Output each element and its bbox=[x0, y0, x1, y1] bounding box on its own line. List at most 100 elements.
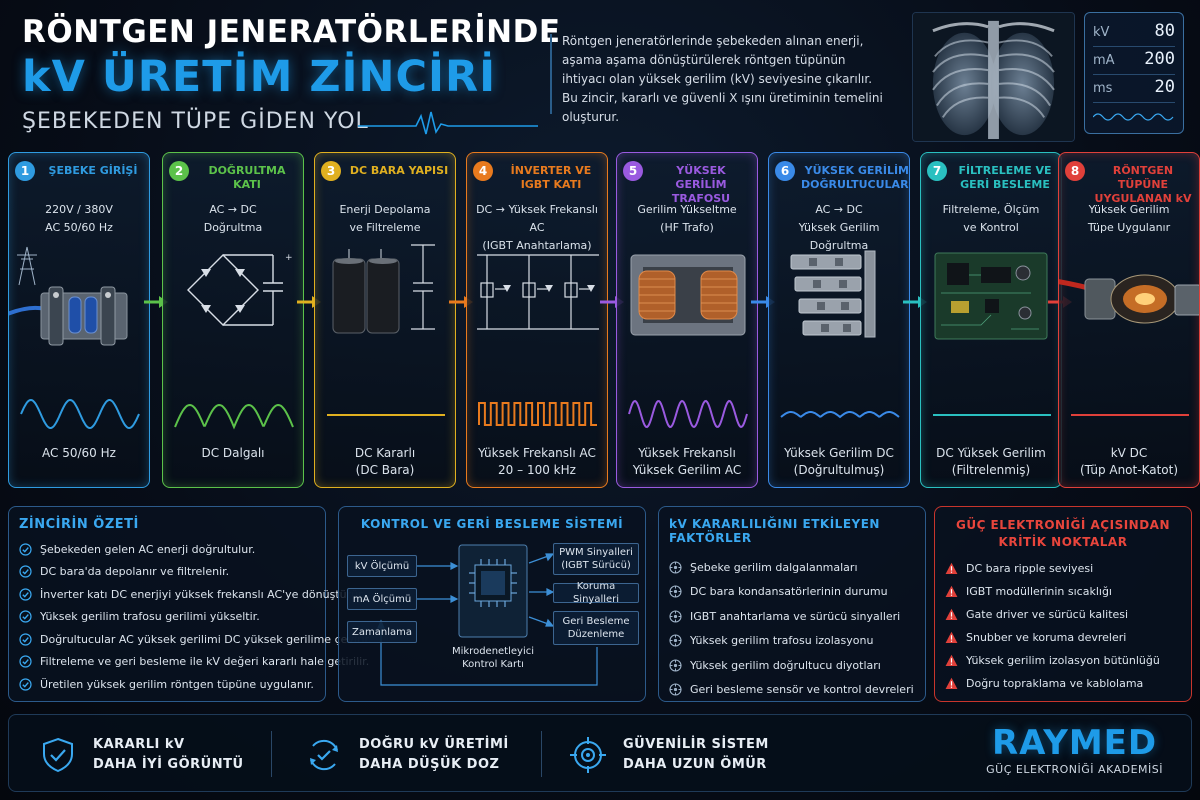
stage-description: Enerji Depolama ve Filtreleme bbox=[319, 201, 451, 237]
stage-card-4: 4 İNVERTER VE IGBT KATI DC → Yüksek Frek… bbox=[466, 152, 608, 488]
stage-output-line: Yüksek Gerilim DC bbox=[784, 446, 894, 460]
list-item: Filtreleme ve geri besleme ile kV değeri… bbox=[19, 651, 369, 674]
stage-header: 1 ŞEBEKE GİRİŞİ bbox=[15, 161, 145, 181]
stage-desc-line: AC → DC bbox=[209, 203, 257, 216]
warning-icon bbox=[945, 608, 958, 620]
stage-card-6: 6 YÜKSEK GERİLİM DOĞRULTUCULARI AC → DC … bbox=[768, 152, 910, 488]
stage-output: DC Dalgalı bbox=[165, 445, 301, 462]
feature-line: DAHA DÜŞÜK DOZ bbox=[359, 757, 500, 772]
chip-label: Mikrodenetleyici Kontrol Kartı bbox=[443, 641, 543, 675]
hv-rectifier-icon bbox=[790, 250, 876, 338]
intro-line: aşama aşama dönüştürülerek röntgen tüpün… bbox=[562, 53, 846, 67]
list-item-text: Yüksek gerilim doğrultucu diyotları bbox=[690, 658, 881, 672]
stage-number: 3 bbox=[321, 161, 341, 181]
stage-desc-line: Enerji Depolama bbox=[339, 203, 431, 216]
list-item: Doğrultucular AC yüksek gerilimi DC yüks… bbox=[19, 628, 372, 651]
stage-desc-line: Doğrultma bbox=[203, 221, 263, 234]
stage-header: 6 YÜKSEK GERİLİM DOĞRULTUCULARI bbox=[775, 161, 909, 192]
feature-line: DAHA UZUN ÖMÜR bbox=[623, 757, 767, 772]
gear-icon bbox=[669, 610, 682, 623]
stage-card-5: 5 YÜKSEK GERİLİM TRAFOSU Gerilim Yükselt… bbox=[616, 152, 758, 488]
stage-desc-line: 220V / 380V bbox=[45, 203, 113, 216]
stage-desc-line: (IGBT Anahtarlama) bbox=[482, 239, 592, 252]
stage-desc-line: DC → Yüksek Frekanslı AC bbox=[476, 203, 598, 234]
pwm-sublabel: (IGBT Sürücü) bbox=[561, 560, 631, 571]
panel-label: kV bbox=[1093, 25, 1110, 40]
igbt-inverter-icon bbox=[477, 254, 599, 330]
electric-panel-icon bbox=[9, 246, 128, 346]
svg-text:+: + bbox=[285, 253, 293, 263]
stage-header: 7 FİLTRELEME VE GERİ BESLEME bbox=[927, 161, 1057, 192]
list-item: IGBT anahtarlama ve sürücü sinyalleri bbox=[669, 604, 915, 629]
list-item: İnverter katı DC enerjiyi yüksek frekans… bbox=[19, 583, 365, 606]
stage-output-line: kV DC bbox=[1110, 446, 1148, 460]
target-icon bbox=[570, 737, 606, 773]
warning-icon bbox=[945, 631, 958, 643]
list-item-text: Doğru topraklama ve kablolama bbox=[966, 677, 1144, 690]
chain-summary-box: ZİNCİRİN ÖZETİ Şebekeden gelen AC enerji… bbox=[8, 506, 372, 702]
stage-card-8: 8 RÖNTGEN TÜPÜNE UYGULANAN kV Yüksek Ger… bbox=[1058, 152, 1200, 488]
stage-output-line: Yüksek Frekanslı bbox=[638, 446, 736, 460]
capacitor-icon bbox=[332, 244, 435, 334]
stage-title: FİLTRELEME VE GERİ BESLEME bbox=[958, 164, 1052, 191]
brand-name: RAYMED bbox=[991, 723, 1158, 763]
footer-divider bbox=[271, 731, 272, 777]
stage-desc-line: Yüksek Gerilim Doğrultma bbox=[798, 221, 880, 252]
summary-title: ZİNCİRİN ÖZETİ bbox=[19, 517, 139, 532]
check-circle-icon bbox=[19, 588, 32, 601]
kv-measure-box: kV Ölçümü bbox=[347, 555, 417, 577]
stage-desc-line: Gerilim Yükseltme bbox=[637, 203, 737, 216]
warning-icon bbox=[945, 562, 958, 574]
brand-logo: RAYMED GÜÇ ELEKTRONİĞİ AKADEMİSİ bbox=[986, 723, 1163, 776]
stage-desc-line: AC → DC bbox=[815, 203, 863, 216]
stage-title: YÜKSEK GERİLİM TRAFOSU bbox=[671, 164, 731, 205]
stage-header: 2 DOĞRULTMA KATI bbox=[169, 161, 299, 192]
intro-line: ihtiyacı olan yüksek gerilim (kV) seviye… bbox=[562, 72, 873, 86]
list-item-text: Şebeke gerilim dalgalanmaları bbox=[690, 560, 858, 574]
stage-description: AC → DC Doğrultma bbox=[167, 201, 299, 237]
gear-icon bbox=[669, 683, 682, 696]
stage-output-line: (Doğrultulmuş) bbox=[793, 463, 885, 477]
stage-number: 7 bbox=[927, 161, 947, 181]
stage-header: 4 İNVERTER VE IGBT KATI bbox=[473, 161, 603, 192]
intro-line: Röntgen jeneratörlerinde şebekeden alına… bbox=[562, 34, 864, 48]
factors-title: kV KARARLILIĞINI ETKİLEYEN FAKTÖRLER bbox=[669, 517, 880, 545]
stage-output-line: DC Kararlı bbox=[354, 446, 416, 460]
chip-label-line: Kontrol Kartı bbox=[462, 659, 524, 670]
gear-icon bbox=[669, 634, 682, 647]
critical-title: GÜÇ ELEKTRONİĞİ AÇISINDAN KRİTİK NOKTALA… bbox=[945, 517, 1181, 551]
stage-waveform-icon bbox=[174, 403, 294, 430]
stage-output-line: Yüksek Frekanslı AC bbox=[478, 446, 596, 460]
list-item: Yüksek gerilim doğrultucu diyotları bbox=[669, 653, 915, 678]
check-circle-icon bbox=[19, 610, 32, 623]
check-circle-icon bbox=[19, 633, 32, 646]
title-line-2: kV ÜRETİM ZİNCİRİ bbox=[22, 52, 497, 102]
list-item-text: Şebekeden gelen AC enerji doğrultulur. bbox=[40, 542, 256, 556]
check-circle-icon bbox=[19, 565, 32, 578]
stage-title: YÜKSEK GERİLİM DOĞRULTUCULARI bbox=[801, 164, 910, 191]
ma-measure-box: mA Ölçümü bbox=[347, 588, 417, 610]
list-item: Yüksek gerilim trafosu izolasyonu bbox=[669, 629, 915, 654]
panel-value: 20 bbox=[1154, 77, 1175, 97]
stage-desc-line: ve Kontrol bbox=[963, 221, 1019, 234]
list-item: Şebekeden gelen AC enerji doğrultulur. bbox=[19, 538, 315, 561]
stage-description: DC → Yüksek Frekanslı AC (IGBT Anahtarla… bbox=[471, 201, 603, 255]
stage-waveform-icon bbox=[20, 398, 140, 430]
control-feedback-box: KONTROL VE GERİ BESLEME SİSTEMİ kV Ölçüm… bbox=[338, 506, 646, 702]
stage-description: Yüksek Gerilim Tüpe Uygulanır bbox=[1063, 201, 1195, 237]
stage-title: DC BARA YAPISI bbox=[349, 164, 449, 177]
pwm-label: PWM Sinyalleri bbox=[559, 547, 633, 558]
gear-icon bbox=[669, 561, 682, 574]
stage-number: 8 bbox=[1065, 161, 1085, 181]
title-line-1: RÖNTGEN JENERATÖRLERİNDE bbox=[22, 14, 561, 50]
list-item-text: DC bara ripple seviyesi bbox=[966, 562, 1094, 575]
panel-wave-icon bbox=[1092, 113, 1174, 121]
list-item: DC bara ripple seviyesi bbox=[945, 557, 1181, 580]
check-circle-icon bbox=[19, 655, 32, 668]
stage-number: 6 bbox=[775, 161, 795, 181]
